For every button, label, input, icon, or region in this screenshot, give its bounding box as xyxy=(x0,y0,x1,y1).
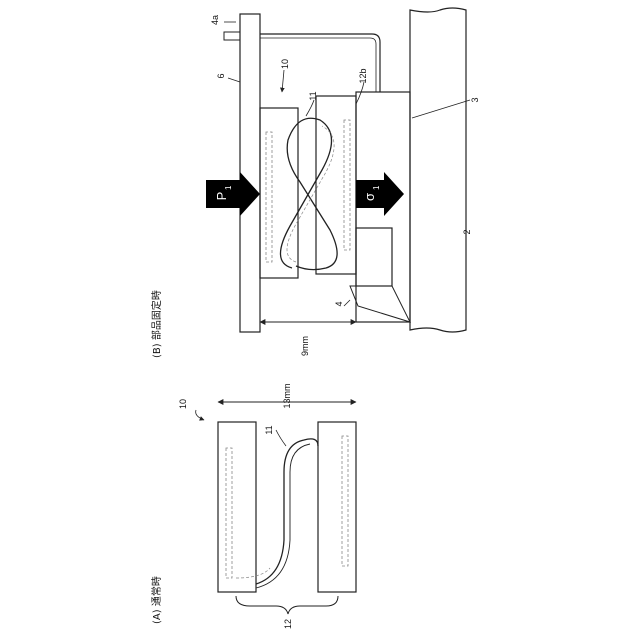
ref-6: 6 xyxy=(216,73,226,78)
panel-b: P 1 σ 1 9mm 4a 6 10 11 12b 3 2 4 (B) 部品固… xyxy=(150,8,480,358)
p1-subscript: 1 xyxy=(224,185,233,190)
p1-label: P xyxy=(214,192,229,201)
ref-11-b: 11 xyxy=(308,91,318,100)
ref-11-a: 11 xyxy=(264,425,274,434)
pad-right-a-inner xyxy=(342,436,348,566)
sigma1-subscript: 1 xyxy=(372,185,381,190)
ref-4a: 4a xyxy=(210,15,220,25)
stress-arrow-sigma1: σ 1 xyxy=(356,172,404,216)
dim-13mm-label: 13mm xyxy=(282,383,292,408)
panel-a: 13mm 10 11 12 (A) 通常時 xyxy=(150,383,356,629)
sigma1-label: σ xyxy=(362,193,377,201)
ref-12b: 12b xyxy=(358,68,368,83)
ref-10-b: 10 xyxy=(280,59,290,69)
brace-12 xyxy=(236,596,338,614)
ref-12-a: 12 xyxy=(283,619,293,629)
caption-b: (B) 部品固定時 xyxy=(150,290,163,358)
caption-a: (A) 通常時 xyxy=(150,576,163,624)
pressure-arrow-p1: P 1 xyxy=(206,172,260,216)
conductor-11-a xyxy=(256,439,318,584)
plate-6 xyxy=(240,14,260,332)
conductor-11 xyxy=(280,118,337,269)
pad-left-inner xyxy=(266,132,272,262)
ref-3: 3 xyxy=(470,97,480,102)
ref-2: 2 xyxy=(462,229,472,234)
ref-10-a: 10 xyxy=(178,399,188,409)
pad-right-inner xyxy=(344,120,350,250)
pad-right-a xyxy=(318,422,356,592)
pad-left-a xyxy=(218,422,256,592)
dim-9mm-label: 9mm xyxy=(300,336,310,356)
pad-left-a-inner xyxy=(226,448,232,578)
component-4 xyxy=(356,228,392,286)
ref-4: 4 xyxy=(334,301,344,306)
component-4-base xyxy=(350,286,410,322)
pin-4a xyxy=(224,32,240,40)
housing-2 xyxy=(410,8,466,332)
